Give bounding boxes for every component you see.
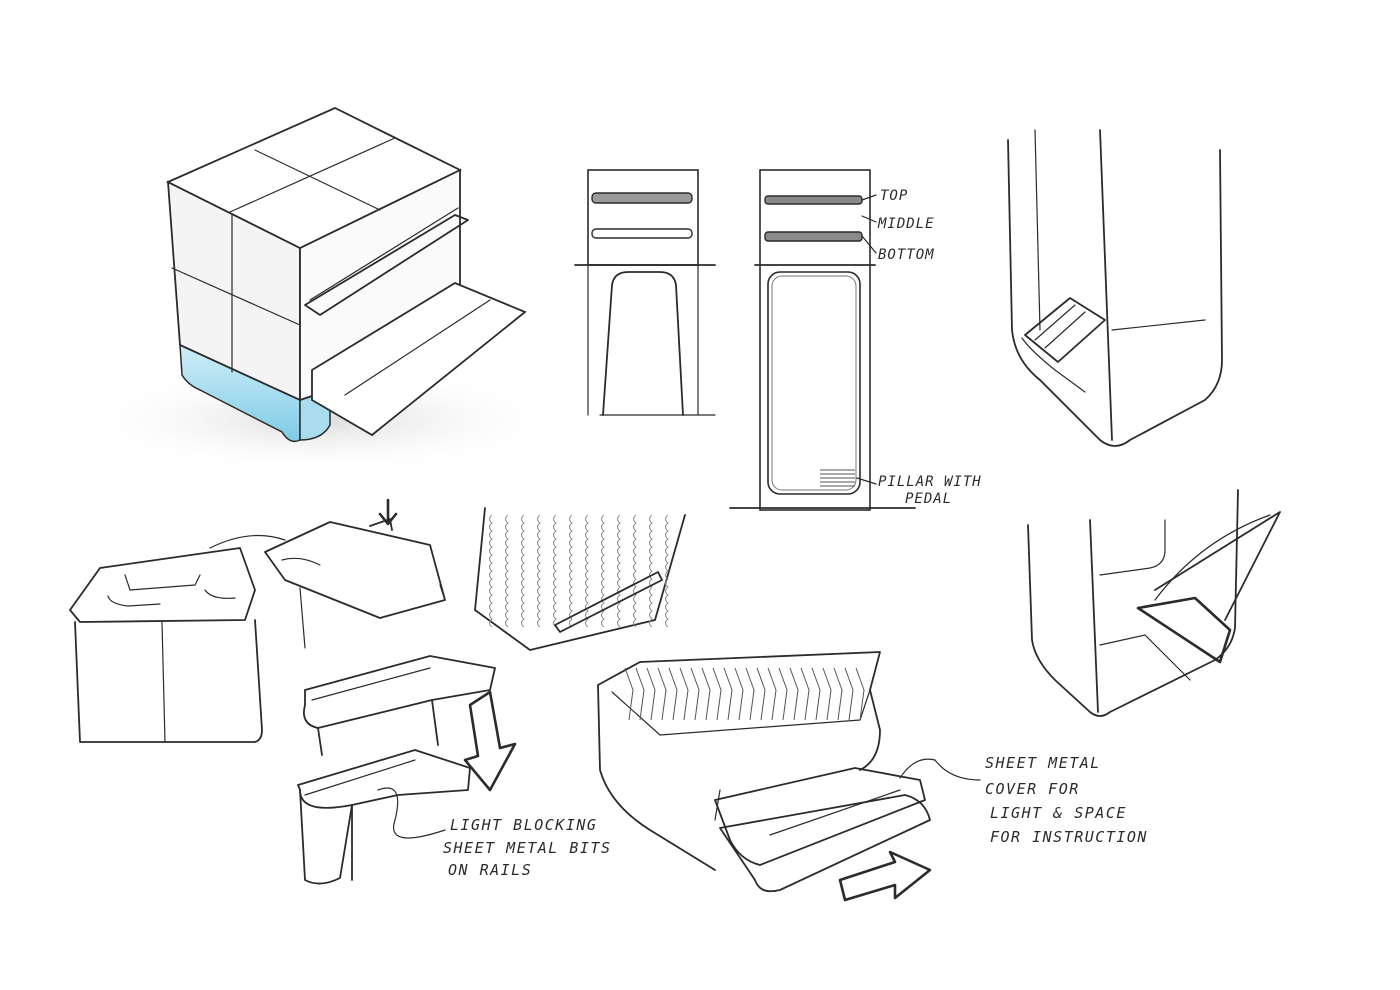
- tray-with-sheet-metal-cover: [597, 651, 981, 902]
- textured-panel-with-handle: [474, 507, 686, 651]
- label-light-blocking-line1: LIGHT BLOCKING: [450, 816, 597, 834]
- texture-wave: [569, 514, 573, 628]
- light-blocking-sheet-metal-rails: [297, 655, 517, 885]
- label-middle: MIDDLE: [877, 216, 935, 232]
- front-elevation-labelled: [729, 169, 916, 511]
- tray-hatch-line: [789, 667, 799, 721]
- tray-hatch-line: [624, 667, 634, 721]
- label-pillar-line1: PILLAR WITH: [878, 474, 982, 490]
- label-bottom: BOTTOM: [878, 247, 935, 263]
- tray-hatch-line: [745, 667, 755, 721]
- tray-hatch-line: [657, 667, 667, 721]
- texture-wave: [521, 514, 525, 628]
- tray-hatch-line: [723, 667, 733, 721]
- pillar-with-pedal-perspective: [1007, 129, 1223, 447]
- texture-wave: [553, 514, 557, 628]
- lid-sketch-open: [209, 498, 446, 649]
- tray-hatch-line: [822, 667, 832, 721]
- tray-hatch-line: [767, 667, 777, 721]
- texture-wave: [633, 514, 637, 628]
- tray-hatch-line: [811, 667, 821, 721]
- tray-hatch-line: [855, 667, 865, 721]
- texture-wave: [505, 514, 509, 628]
- label-light-blocking-line3: ON RAILS: [448, 861, 532, 879]
- tray-hatch-line: [756, 667, 766, 721]
- label-cover-line1: SHEET METAL: [985, 754, 1101, 772]
- tray-hatch-line: [712, 667, 722, 721]
- tray-hatch-line: [734, 667, 744, 721]
- tray-hatch-line: [844, 667, 854, 721]
- tray-hatch-line: [800, 667, 810, 721]
- texture-wave: [601, 514, 605, 628]
- texture-wave: [489, 514, 493, 628]
- tray-hatch-line: [635, 667, 645, 721]
- tray-hatch-line: [833, 667, 843, 721]
- label-light-blocking-line2: SHEET METAL BITS: [443, 839, 612, 857]
- tray-hatch-line: [701, 667, 711, 721]
- texture-wave: [649, 514, 653, 628]
- tray-hatch-line: [690, 667, 700, 721]
- lid-sketch-box: [69, 547, 263, 743]
- texture-wave: [537, 514, 541, 628]
- tray-hatch-line: [778, 667, 788, 721]
- label-top: TOP: [880, 188, 908, 204]
- label-cover-line3: LIGHT & SPACE: [990, 804, 1127, 822]
- texture-wave: [665, 514, 669, 628]
- label-cover-line2: COVER FOR: [985, 780, 1080, 798]
- texture-wave: [585, 514, 589, 628]
- tray-hatch-line: [679, 667, 689, 721]
- rendered-cabinet-sketch: [70, 107, 570, 475]
- label-pillar-line2: PEDAL: [905, 491, 952, 507]
- tray-hatch-line: [668, 667, 678, 721]
- front-elevation-narrow: [574, 169, 716, 416]
- tray-hatch-line: [646, 667, 656, 721]
- label-cover-line4: FOR INSTRUCTION: [990, 828, 1148, 846]
- pillar-open-lid-perspective: [1027, 489, 1281, 717]
- texture-wave: [617, 514, 621, 628]
